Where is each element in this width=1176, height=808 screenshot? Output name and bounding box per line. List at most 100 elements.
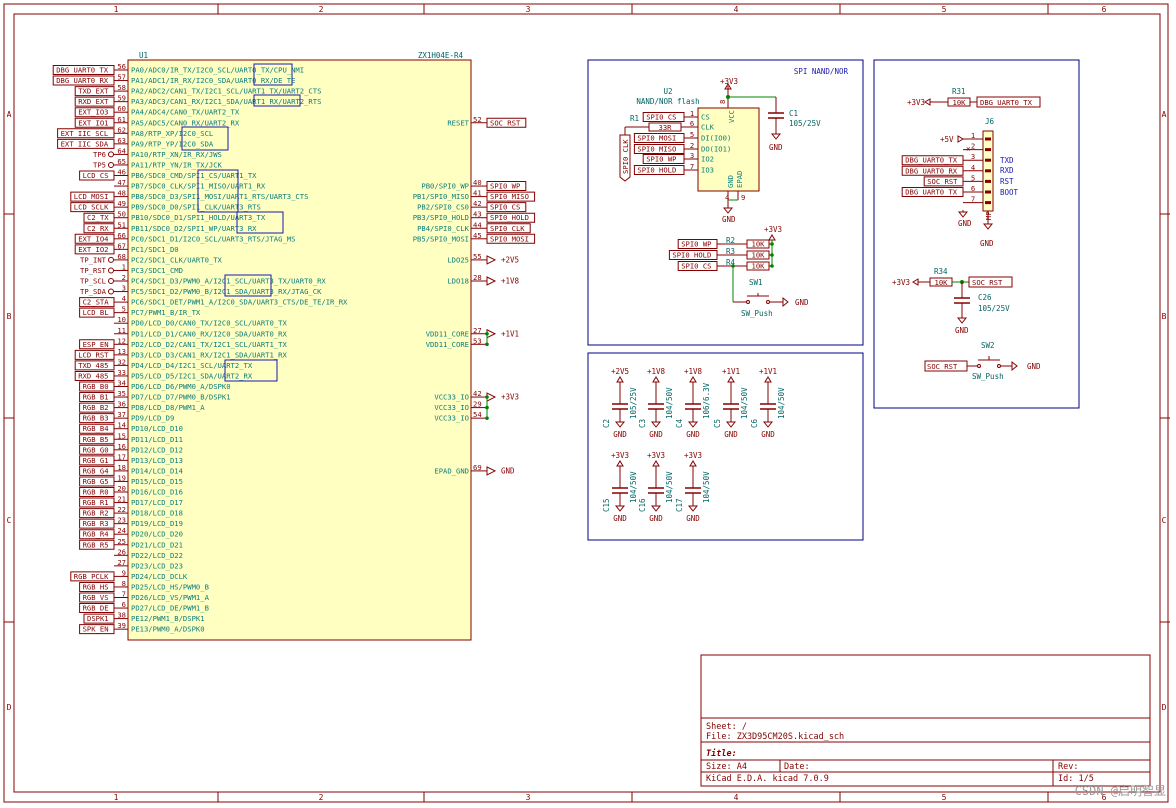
cap-ref: C4 — [675, 418, 684, 428]
net-label: DBG_UART0_RX — [905, 166, 958, 175]
j6-pin-pad — [985, 137, 991, 141]
net-label: SPI0_MISO — [490, 192, 529, 201]
u1-pin-num: 16 — [117, 442, 126, 451]
net-label: TXD_485 — [78, 361, 108, 370]
u1-pin-name: PD26/LCD_VS/PWM1_A — [131, 593, 210, 602]
tb-title: Title: — [706, 748, 737, 759]
net-label-box — [74, 107, 115, 118]
net-label-box — [901, 187, 964, 197]
j6-gnd2: GND — [958, 219, 972, 228]
frame-row-right: D — [1162, 703, 1167, 712]
u1-pin-name: PB1/SPI0_MISO — [413, 192, 469, 201]
net-label-box — [486, 181, 527, 192]
net-label-box — [74, 244, 115, 255]
net-label: LCD_SCLK — [74, 203, 109, 212]
c26-value: 105/25V — [978, 304, 1010, 313]
u1-pin-name: PC0/SDC1_D1/I2C0_SCL/UART3_RTS/JTAG_MS — [131, 234, 295, 243]
u1-pin-num: 50 — [117, 210, 126, 219]
net-label-box — [74, 360, 115, 371]
u1-pin-num: 68 — [117, 252, 126, 261]
net-label-box — [79, 413, 115, 424]
frame-row-right: B — [1162, 312, 1167, 321]
net-label: SPI0_CLK — [490, 224, 525, 233]
pullup-power: +3V3 — [764, 225, 782, 234]
net-label-box — [79, 297, 115, 308]
test-point-label: TP_SDA — [80, 287, 107, 296]
net-label: LCD_BL — [83, 308, 109, 317]
u1-pin-name: LDO25 — [447, 255, 469, 264]
frame-col-bottom: 3 — [526, 793, 531, 802]
u1-pin-num: 62 — [117, 125, 126, 134]
net-label-box — [633, 165, 685, 175]
u1-pin-name: PB5/SPI0_MOSI — [413, 234, 469, 243]
power-flag — [486, 255, 497, 265]
u1-pin-name: PD11/LCD_D11 — [131, 435, 183, 444]
r1-ref: R1 — [630, 114, 639, 123]
frame-row-left: A — [7, 110, 12, 119]
u1-pin-name: PD22/LCD_D22 — [131, 551, 183, 560]
u2-pin-name: IO3 — [701, 166, 714, 175]
junction — [485, 342, 489, 347]
cap-value: 106/6.3V — [702, 382, 711, 419]
cap-value: 104/50V — [740, 387, 749, 419]
net-label: RGB_DE — [83, 604, 109, 613]
u1-pin-num: 21 — [117, 495, 126, 504]
cap-gnd: GND — [761, 430, 775, 439]
u1-pin-num: 22 — [117, 505, 126, 514]
power-flag — [486, 466, 497, 476]
net-label: RGB_R2 — [83, 509, 109, 518]
test-point-label: TP6 — [93, 150, 106, 159]
sw2-gnd: GND — [1027, 362, 1041, 371]
gnd-symbol — [650, 421, 662, 428]
u2-pin-num: 7 — [690, 162, 694, 171]
u1-pin-name: PA11/RTP_YN/IR_TX/JCK — [131, 160, 223, 169]
cap-gnd: GND — [613, 430, 627, 439]
junction — [485, 331, 489, 336]
u1-pin-num: 4 — [122, 294, 126, 303]
net-label-box — [52, 75, 115, 86]
sw1-gnd: GND — [795, 298, 809, 307]
frame-col-bottom: 5 — [942, 793, 947, 802]
net-label-box — [79, 508, 115, 519]
c1-ref: C1 — [789, 109, 798, 118]
net-label-box — [74, 86, 115, 97]
power-flag — [616, 460, 624, 467]
u1-pin-name: PD23/LCD_D23 — [131, 561, 183, 570]
u1-pin-name: PD27/LCD_DE/PWM1_B — [131, 604, 209, 613]
net-label-box — [74, 349, 115, 360]
cap-ref: C3 — [638, 419, 647, 428]
u2-pin-num: 5 — [690, 130, 694, 139]
cap-power: +2V5 — [611, 367, 629, 376]
net-label-box — [79, 487, 115, 497]
u1-pin-num: 5 — [122, 305, 126, 314]
cap-ref: C2 — [602, 419, 611, 428]
r34-ref: R34 — [934, 267, 948, 276]
net-label: SPI0_WP — [646, 155, 676, 164]
cap-gnd: GND — [724, 430, 738, 439]
u1-pin-num: 56 — [117, 62, 126, 71]
net-label-box — [70, 202, 115, 213]
net-label: SPK_EN — [83, 625, 109, 634]
frame-col-top: 3 — [526, 5, 531, 14]
net-label: SPI0_MOSI — [637, 134, 676, 143]
u1-pin-num: 46 — [117, 168, 126, 177]
u1-pin-num: 8 — [122, 579, 126, 588]
j6-side-label: TXD — [1000, 156, 1014, 165]
u2-gnd-name: GND — [726, 175, 735, 188]
u2-ref: U2 — [663, 87, 672, 96]
gnd-symbol — [650, 505, 662, 512]
net-label-box — [79, 465, 115, 476]
u1-pin-num: 43 — [473, 210, 482, 219]
net-label-box — [79, 434, 115, 445]
gnd-symbol — [687, 421, 699, 428]
watermark: CSDN @启明智显 — [1075, 783, 1166, 798]
net-label-box — [486, 233, 536, 244]
j6-ref: J6 — [985, 117, 995, 126]
cap-power: +1V8 — [647, 367, 666, 376]
u1-pin-name: PD10/LCD_D10 — [131, 424, 183, 433]
cap-gnd: GND — [686, 514, 700, 523]
u1-pin-name: PA3/ADC3/CAN1_RX/I2C1_SDA/UART1_RX/UART2… — [131, 97, 321, 106]
net-label-box — [74, 96, 115, 107]
j6-pin-num: 6 — [971, 184, 975, 193]
